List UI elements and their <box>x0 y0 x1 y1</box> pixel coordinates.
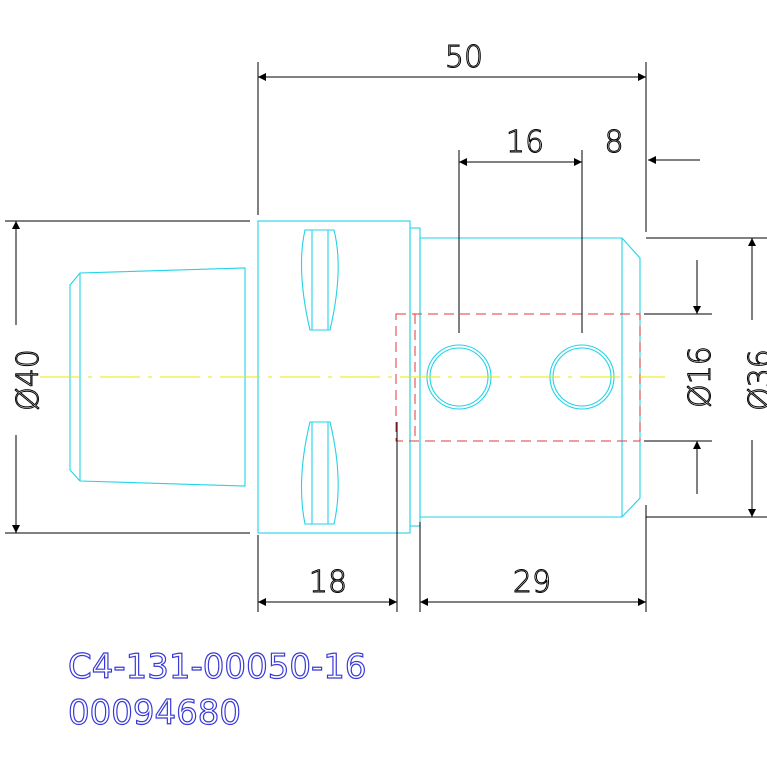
dim-end-offset: 8 <box>604 125 700 164</box>
dim-overall-length: 50 <box>257 40 647 232</box>
dim-bore-diameter: Ø16 <box>644 260 719 494</box>
dim-label-8: 8 <box>604 125 623 160</box>
dim-label-phi36: Ø36 <box>743 349 767 411</box>
article-number: 00094680 <box>68 693 241 733</box>
dim-label-50: 50 <box>445 40 483 75</box>
dim-flange-length: 18 <box>257 422 398 612</box>
tapered-shank <box>69 267 246 487</box>
drive-slot-upper <box>300 229 339 331</box>
dim-label-phi16: Ø16 <box>683 346 718 408</box>
dim-label-29: 29 <box>513 565 551 600</box>
dim-label-phi40: Ø40 <box>11 349 46 411</box>
drive-slot-lower <box>300 421 339 525</box>
dim-outer-diameter: Ø40 <box>5 220 250 534</box>
dim-hole-spacing: 16 <box>458 125 583 333</box>
dim-label-18: 18 <box>309 565 347 600</box>
part-number: C4-131-00050-16 <box>68 647 367 687</box>
dim-body-length: 29 <box>419 505 647 612</box>
dim-body-diameter: Ø36 <box>646 237 767 518</box>
dim-label-16: 16 <box>506 125 544 160</box>
